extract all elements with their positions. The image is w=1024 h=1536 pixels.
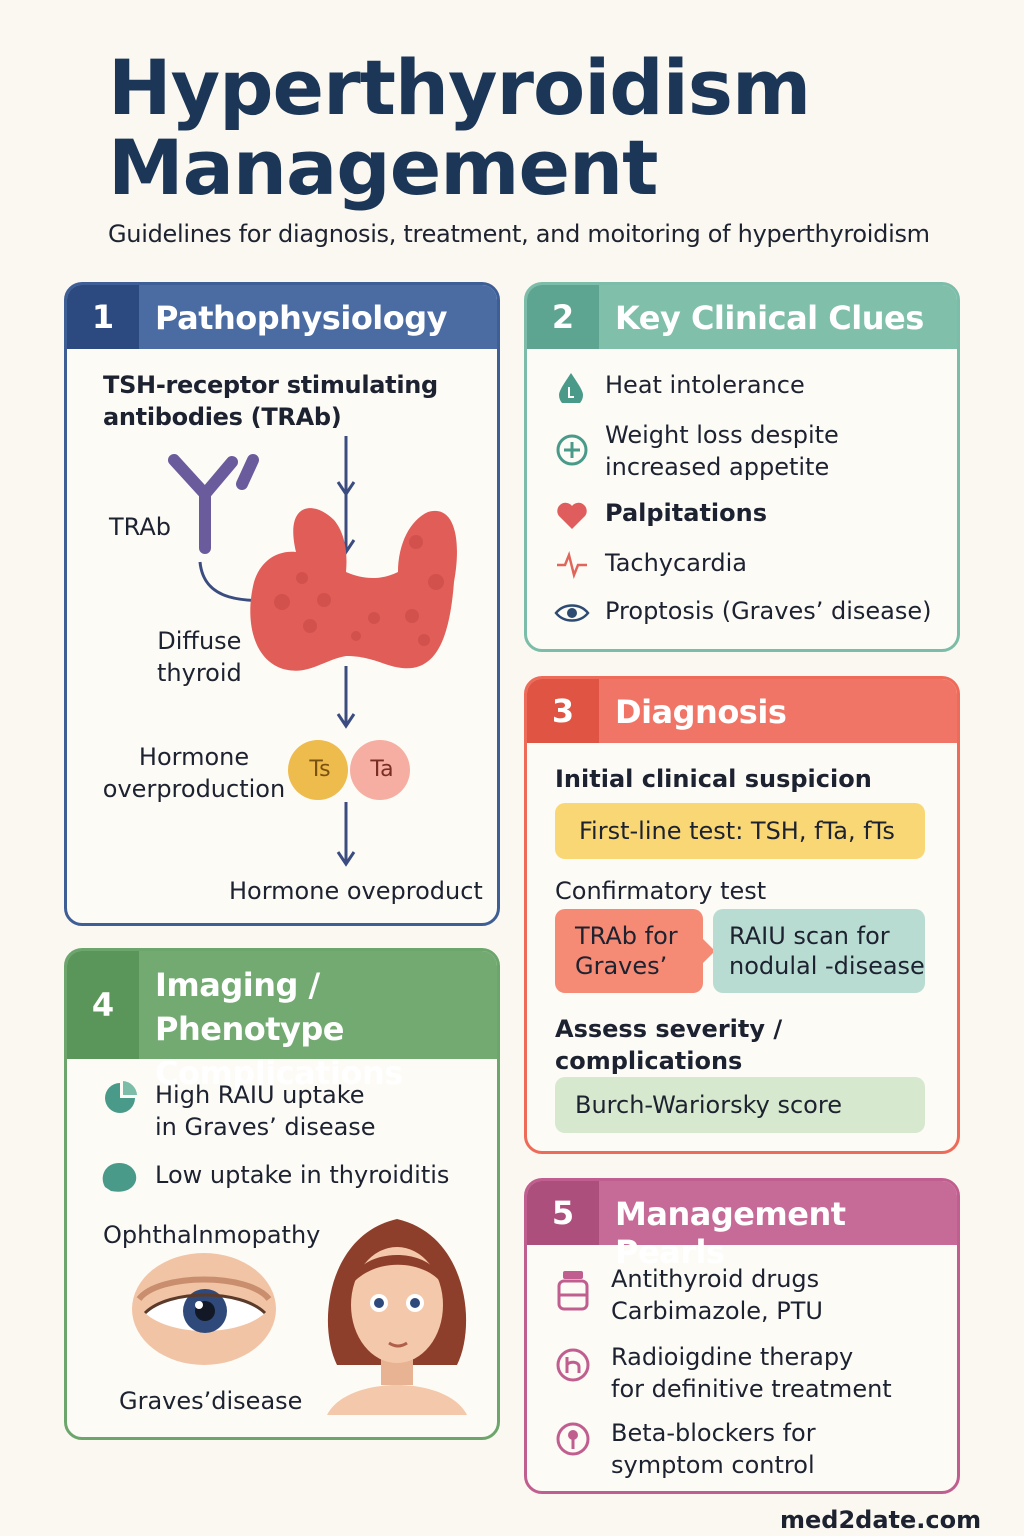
raiu-scan-box: RAIU scan for nodulal -disease	[713, 909, 925, 993]
pathophysiology-card: 1 Pathophysiology TSH-receptor stimulati…	[64, 282, 500, 926]
diffuse-thyroid-label: Diffuse thyroid	[157, 625, 242, 689]
high-raiu-line-1: High RAIU uptake	[155, 1081, 365, 1109]
hormone-line-1: Hormone	[138, 743, 250, 771]
confirmatory-test-label: Confirmatory test	[555, 877, 767, 905]
flow-arrow-icon	[336, 436, 356, 867]
high-raiu-line-2: in Graves’ disease	[155, 1113, 376, 1141]
clinical-clues-number: 2	[527, 285, 599, 349]
arrow-right-icon	[703, 939, 715, 963]
clue-weight-loss-line-1: Weight loss despite	[605, 421, 839, 449]
eye-closeup-icon	[132, 1253, 276, 1365]
clue-heat-intolerance: Heat intolerance	[605, 371, 805, 399]
drop-icon	[559, 373, 583, 403]
t4-label: Ta	[370, 757, 394, 782]
imaging-number: 4	[67, 951, 139, 1059]
raiu-scan-line-1: RAIU scan for	[729, 922, 890, 950]
diffuse-line-2: thyroid	[157, 659, 242, 687]
clue-weight-loss: Weight loss despite increased appetite	[605, 419, 839, 483]
plus-circle-icon	[556, 434, 588, 466]
antibody-icon	[168, 454, 259, 554]
clinical-clues-header: 2 Key Clinical Clues	[527, 285, 957, 349]
burch-wartofsky-score: Burch-Wariorsky score	[575, 1091, 842, 1119]
t3-label: Ts	[309, 757, 331, 782]
assess-line-2: complications	[555, 1047, 743, 1075]
pill-bottle-icon	[557, 1271, 589, 1311]
imaging-title: Imaging / Phenotype Complications	[155, 963, 497, 1095]
first-line-test: First-line test: TSH, fTa, fTs	[579, 817, 895, 845]
thyroid-scan-icon	[105, 1081, 137, 1113]
radioiodine-line-1: Radioigdine therapy	[611, 1343, 854, 1371]
assess-severity: Assess severity / complications	[555, 1013, 782, 1077]
assess-line-1: Assess severity /	[555, 1015, 783, 1043]
initial-suspicion: Initial clinical suspicion	[555, 765, 872, 793]
clue-tachycardia: Tachycardia	[605, 549, 747, 577]
ophthalmopathy-label: Ophthalnmopathy	[103, 1221, 321, 1249]
clue-weight-loss-line-2: increased appetite	[605, 453, 830, 481]
clinical-clues-card: 2 Key Clinical Clues Heat intolerance We…	[524, 282, 960, 652]
pathophysiology-header: 1 Pathophysiology	[67, 285, 497, 349]
antithyroid-line-2: Carbimazole, PTU	[611, 1297, 823, 1325]
radiation-icon	[556, 1348, 590, 1382]
low-uptake: Low uptake in thyroiditis	[155, 1161, 450, 1189]
imaging-title-line-2: Complications	[155, 1054, 403, 1092]
diagnosis-card: 3 Diagnosis Initial clinical suspicion F…	[524, 676, 960, 1154]
beta-blockers: Beta-blockers for symptom control	[611, 1417, 816, 1481]
patient-face-icon	[327, 1219, 467, 1415]
diagnosis-header: 3 Diagnosis	[527, 679, 957, 743]
radioiodine-therapy: Radioigdine therapy for definitive treat…	[611, 1341, 892, 1405]
management-header: 5 Management Pearls	[527, 1181, 957, 1271]
trab-test-text: TRAb for Graves’	[575, 921, 678, 981]
thyroid-gland-icon	[250, 508, 457, 671]
title-line-2: Management	[108, 123, 658, 212]
raiu-scan-text: RAIU scan for nodulal -disease	[729, 921, 925, 981]
pathophysiology-title: Pathophysiology	[155, 299, 448, 337]
t3-circle-icon	[288, 740, 348, 800]
beta-blockers-line-1: Beta-blockers for	[611, 1419, 816, 1447]
management-title: Management Pearls	[615, 1195, 846, 1271]
hormone-output-label: Hormone oveproduct	[229, 877, 483, 905]
radioiodine-line-2: for definitive treatment	[611, 1375, 892, 1403]
clue-palpitations: Palpitations	[605, 499, 767, 527]
clinical-clues-title: Key Clinical Clues	[615, 299, 924, 337]
burch-wartofsky-box: Burch-Wariorsky score	[555, 1077, 925, 1133]
trab-intro: TSH-receptor stimulating antibodies (TRA…	[103, 369, 483, 433]
page-title: Hyperthyroidism Management	[108, 48, 988, 208]
t4-circle-icon	[350, 740, 410, 800]
pulse-icon	[557, 550, 587, 579]
imaging-card: 4 Imaging / Phenotype Complications High…	[64, 948, 500, 1440]
first-line-test-box: First-line test: TSH, fTa, fTs	[555, 803, 925, 859]
imaging-title-line-1: Imaging / Phenotype	[155, 966, 344, 1048]
diagnosis-title: Diagnosis	[615, 693, 787, 731]
trab-test-line-2: Graves’	[575, 952, 668, 980]
high-raiu-uptake: High RAIU uptake in Graves’ disease	[155, 1079, 376, 1143]
eye-icon	[554, 604, 590, 622]
trab-test-box: TRAb for Graves’	[555, 909, 703, 993]
raiu-scan-line-2: nodulal -disease	[729, 952, 925, 980]
imaging-header: 4 Imaging / Phenotype Complications	[67, 951, 497, 1092]
heart-icon	[557, 502, 587, 529]
antithyroid-line-1: Antithyroid drugs	[611, 1265, 820, 1293]
trab-intro-line-1: TSH-receptor stimulating	[103, 371, 438, 399]
trab-test-line-1: TRAb for	[575, 922, 678, 950]
management-card: 5 Management Pearls Antithyroid drugs Ca…	[524, 1178, 960, 1494]
low-uptake-icon	[102, 1163, 137, 1192]
trab-label: TRAb	[109, 513, 172, 541]
pathophysiology-number: 1	[67, 285, 139, 349]
diffuse-line-1: Diffuse	[157, 627, 242, 655]
antithyroid-drugs: Antithyroid drugs Carbimazole, PTU	[611, 1263, 823, 1327]
diagnosis-number: 3	[527, 679, 599, 743]
clue-proptosis: Proptosis (Graves’ disease)	[605, 597, 932, 625]
beta-blockers-line-2: symptom control	[611, 1451, 815, 1479]
pathway-diagram	[168, 436, 457, 867]
hormone-label: Hormone overproduction	[101, 741, 287, 805]
graves-disease-label: Graves’disease	[119, 1387, 303, 1415]
management-number: 5	[527, 1181, 599, 1245]
hormone-line-2: overproduction	[102, 775, 286, 803]
title-line-1: Hyperthyroidism	[108, 43, 811, 132]
footer-brand: med2date.com	[780, 1506, 982, 1534]
trab-intro-line-2: antibodies (TRAb)	[103, 403, 342, 431]
beta-blocker-icon	[556, 1422, 590, 1456]
page-subtitle: Guidelines for diagnosis, treatment, and…	[108, 220, 930, 248]
